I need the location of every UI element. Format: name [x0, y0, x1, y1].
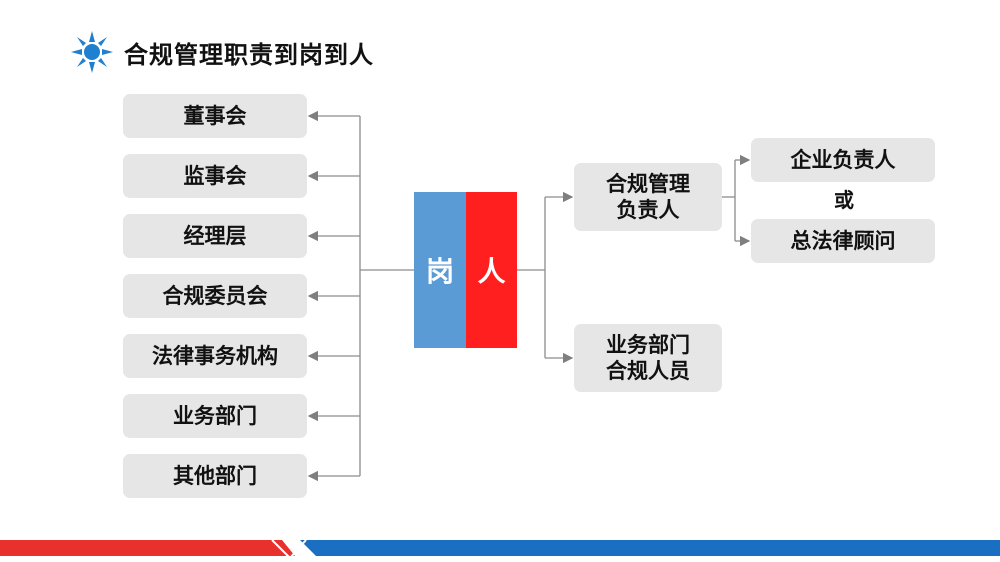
box-legal-affairs: 法律事务机构	[123, 334, 307, 378]
bottom-red-band	[0, 540, 295, 556]
center-post-block: 岗	[414, 192, 466, 348]
box-board: 董事会	[123, 94, 307, 138]
box-enterprise-head: 企业负责人	[751, 138, 935, 182]
box-management: 经理层	[123, 214, 307, 258]
box-compliance-head: 合规管理 负责人	[574, 163, 722, 231]
box-supervisory-board: 监事会	[123, 154, 307, 198]
title-bar: 合规管理职责到岗到人	[70, 30, 374, 74]
box-general-counsel: 总法律顾问	[751, 219, 935, 263]
bottom-blue-band	[300, 540, 1000, 556]
bottom-chevron	[271, 539, 307, 560]
box-other-dept: 其他部门	[123, 454, 307, 498]
box-business-dept: 业务部门	[123, 394, 307, 438]
box-compliance-committee: 合规委员会	[123, 274, 307, 318]
box-business-compliance-staff: 业务部门 合规人员	[574, 324, 722, 392]
page-title: 合规管理职责到岗到人	[124, 40, 374, 69]
sun-icon	[71, 31, 113, 73]
center-person-block: 人	[466, 192, 517, 348]
or-connector-text: 或	[834, 188, 854, 212]
